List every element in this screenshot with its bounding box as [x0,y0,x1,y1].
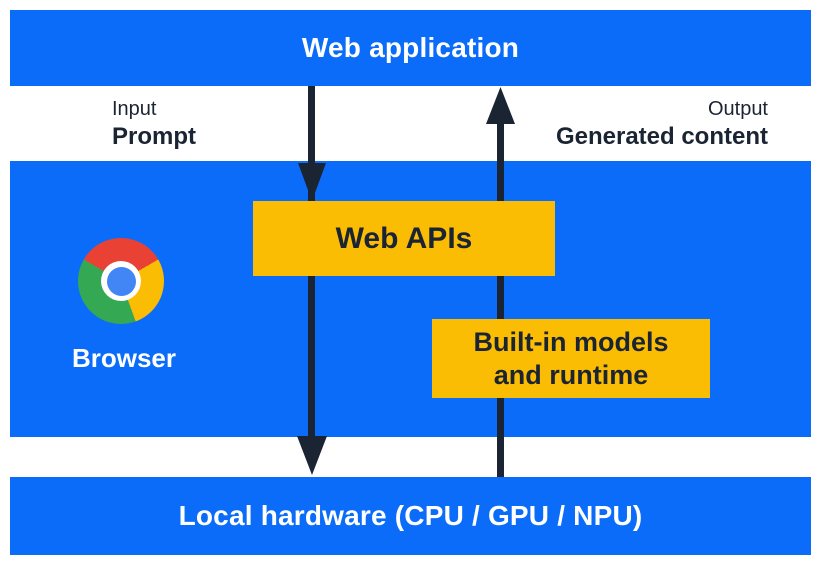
chrome-logo-center [106,266,136,296]
web-apis-label: Web APIs [335,221,473,255]
output-label-group: Output Generated content [556,97,768,150]
up-arrowhead-into-web-application [486,87,515,124]
chrome-logo-icon [78,238,164,324]
builtin-models-line2: and runtime [493,359,649,390]
up-arrow-line [497,112,504,477]
browser-label: Browser [71,343,177,373]
chrome-logo-ring [101,261,141,301]
output-title: Output [707,98,768,120]
input-title: Input [112,98,157,120]
builtin-models-box: Built-in models and runtime [432,319,710,398]
builtin-models-line1: Built-in models [473,326,669,357]
web-application-label: Web application [301,32,520,63]
web-apis-box: Web APIs [253,201,555,276]
local-hardware-label: Local hardware (CPU / GPU / NPU) [178,500,643,531]
down-arrowhead-into-hardware [297,436,327,475]
input-label-group: Input Prompt [112,97,196,150]
input-value: Prompt [112,123,196,150]
output-value: Generated content [555,123,768,150]
web-application-bar: Web application [10,10,811,86]
local-hardware-bar: Local hardware (CPU / GPU / NPU) [10,477,811,555]
